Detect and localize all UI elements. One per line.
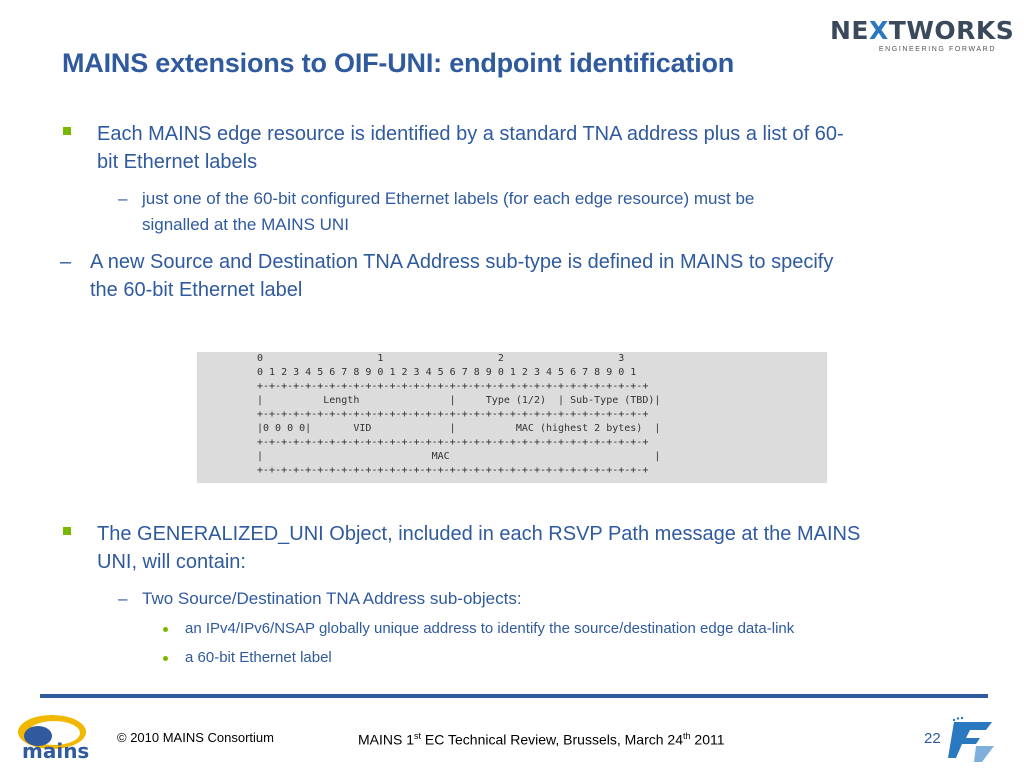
bullet-1-sub-line1: just one of the 60-bit configured Ethern… [142,189,755,208]
bullet-1-line1: Each MAINS edge resource is identified b… [97,123,844,145]
bullet-3-line2: UNI, will contain: [97,551,246,573]
packet-format-text: 0 1 2 3 0 1 2 3 4 5 6 7 8 9 0 1 2 3 4 5 … [257,353,661,476]
bullet-1: Each MAINS edge resource is identified b… [97,120,844,176]
bullet-2-line1: A new Source and Destination TNA Address… [90,251,834,273]
footer-divider [40,694,988,698]
bullet-dot-icon [163,656,168,661]
bullet-1-sub-line2: signalled at the MAINS UNI [142,215,349,234]
nextworks-logo: NEXTWORKS ENGINEERING FORWARD [830,16,1015,56]
slide-title: MAINS extensions to OIF-UNI: endpoint id… [62,48,735,78]
copyright-text: © 2010 MAINS Consortium [117,730,274,745]
page-number: 22 [924,730,941,747]
bullet-square-icon [63,127,71,135]
bullet-dot-icon [163,627,168,632]
mains-logo: mains [18,715,89,763]
bullet-3-line1: The GENERALIZED_UNI Object, included in … [97,523,861,545]
bullet-3-subsub-1: an IPv4/IPv6/NSAP globally unique addres… [185,620,795,637]
bullet-3-sub: Two Source/Destination TNA Address sub-o… [142,589,522,608]
bullet-square-icon [63,527,71,535]
bullet-2-line2: the 60-bit Ethernet label [90,279,303,301]
bullet-3: The GENERALIZED_UNI Object, included in … [97,520,860,576]
packet-format-diagram: 0 1 2 3 0 1 2 3 4 5 6 7 8 9 0 1 2 3 4 5 … [197,352,827,483]
review-caption: MAINS 1st EC Technical Review, Brussels,… [358,731,725,748]
fp7-logo [948,716,994,762]
dash-icon: – [118,189,128,208]
nextworks-logo-wordmark: NEXTWORKS [830,16,1015,45]
bullet-1-line2: bit Ethernet labels [97,151,258,173]
mains-logo-text: mains [22,739,89,763]
dash-icon: – [60,251,72,273]
bullet-1-sub: just one of the 60-bit configured Ethern… [142,186,754,238]
dash-icon: – [118,589,128,608]
bullet-2: A new Source and Destination TNA Address… [90,248,833,304]
nextworks-tagline: ENGINEERING FORWARD [878,46,996,53]
bullet-3-subsub-2: a 60-bit Ethernet label [185,649,332,666]
